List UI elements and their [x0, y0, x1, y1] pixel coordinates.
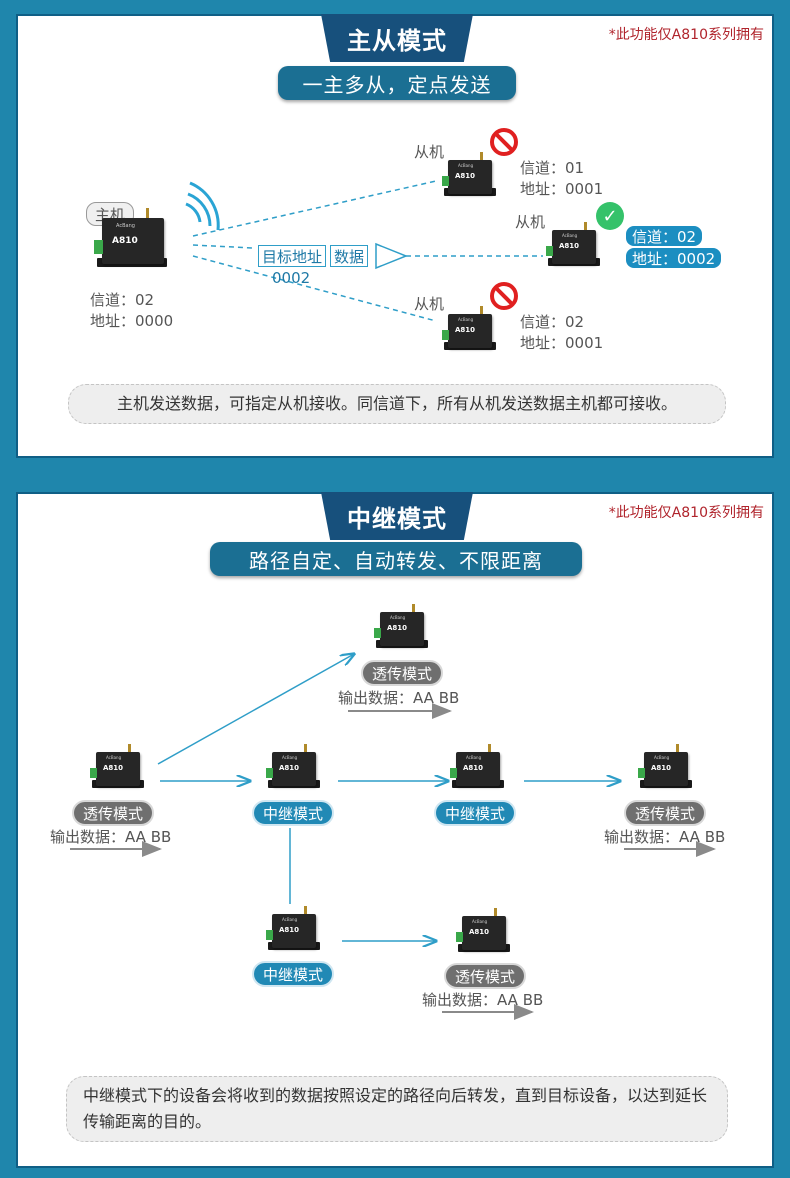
signal-wave-3	[189, 181, 220, 231]
node-left-model: A810	[103, 764, 124, 772]
forbidden-icon	[490, 282, 518, 310]
node-top-brand: AcBang	[390, 615, 406, 620]
check-icon: ✓	[596, 202, 624, 230]
host-address: 地址：0000	[90, 312, 174, 330]
slave-3-model: A810	[455, 326, 476, 334]
slave-3-channel: 信道：02	[520, 313, 585, 331]
node-bottom-brand: AcBang	[472, 919, 488, 924]
node-relay2-model: A810	[463, 764, 484, 772]
node-relay3-brand: AcBang	[282, 917, 298, 922]
master-slave-tab-title: 主从模式	[321, 14, 473, 62]
host-device: AcBang A810	[94, 208, 168, 270]
slave-2-tag: 从机	[515, 213, 546, 231]
slave-2-brand: AcBang	[562, 233, 578, 238]
host-channel: 信道：02	[90, 291, 155, 309]
relay-node-bottom-device: AcBang A810	[456, 908, 510, 954]
master-slave-subtitle: 一主多从，定点发送	[278, 66, 516, 100]
slave-3-brand: AcBang	[458, 317, 474, 322]
node-right-model: A810	[651, 764, 672, 772]
forbidden-icon	[490, 128, 518, 156]
slave-2-model: A810	[559, 242, 580, 250]
relay-node-left-mode: 透传模式	[72, 800, 154, 826]
packet-data-label: 数据	[330, 245, 369, 267]
relay-node-relay3-device: AcBang A810	[266, 906, 320, 952]
relay-node-right-mode: 透传模式	[624, 800, 706, 826]
signal-wave-1	[185, 202, 202, 223]
link-host-packet	[192, 244, 254, 249]
node-top-model: A810	[387, 624, 408, 632]
host-brand: AcBang	[116, 223, 135, 229]
relay-node-relay1-device: AcBang A810	[266, 744, 320, 790]
slave-2-device: AcBang A810	[546, 222, 600, 268]
slave-1-brand: AcBang	[458, 163, 474, 168]
relay-caption: 中继模式下的设备会将收到的数据按照设定的路径向后转发，直到目标设备，以达到延长传…	[66, 1076, 728, 1142]
node-right-brand: AcBang	[654, 755, 670, 760]
relay-node-relay2-mode: 中继模式	[434, 800, 516, 826]
relay-node-relay2-device: AcBang A810	[450, 744, 504, 790]
master-slave-caption: 主机发送数据，可指定从机接收。同信道下，所有从机发送数据主机都可接收。	[68, 384, 726, 424]
node-bottom-model: A810	[469, 928, 490, 936]
host-model: A810	[112, 236, 138, 246]
slave-3-address: 地址：0001	[520, 334, 604, 352]
relay-node-bottom-output: 输出数据：AA BB	[422, 991, 544, 1009]
node-relay1-brand: AcBang	[282, 755, 298, 760]
link-to-slave-3	[192, 255, 437, 322]
node-relay1-model: A810	[279, 764, 300, 772]
relay-node-top-output: 输出数据：AA BB	[338, 689, 460, 707]
relay-node-left-output: 输出数据：AA BB	[50, 828, 172, 846]
node-relay2-brand: AcBang	[466, 755, 482, 760]
node-relay3-model: A810	[279, 926, 300, 934]
relay-node-top-mode: 透传模式	[361, 660, 443, 686]
master-slave-links	[185, 180, 543, 322]
slave-3-tag: 从机	[414, 295, 445, 313]
packet-target-value: 0002	[272, 269, 311, 287]
node-left-brand: AcBang	[106, 755, 122, 760]
relay-subtitle: 路径自定、自动转发、不限距离	[210, 542, 582, 576]
link-to-slave-1	[192, 180, 437, 237]
relay-node-left-device: AcBang A810	[90, 744, 144, 790]
slave-1-address: 地址：0001	[520, 180, 604, 198]
signal-wave-2	[187, 192, 212, 227]
relay-tab-title: 中继模式	[321, 492, 473, 540]
packet-arrow-head	[375, 242, 409, 270]
relay-node-top-device: AcBang A810	[374, 604, 428, 650]
slave-1-model: A810	[455, 172, 476, 180]
relay-node-relay1-mode: 中继模式	[252, 800, 334, 826]
slave-1-channel: 信道：01	[520, 159, 585, 177]
relay-panel: 中继模式 *此功能仅A810系列拥有 路径自定、自动转发、不限距离 AcBang…	[16, 492, 774, 1168]
relay-node-right-output: 输出数据：AA BB	[604, 828, 726, 846]
packet-target-label: 目标地址	[258, 245, 327, 267]
relay-node-relay3-mode: 中继模式	[252, 961, 334, 987]
relay-node-right-device: AcBang A810	[638, 744, 692, 790]
slave-2-channel: 信道：02	[626, 226, 703, 246]
master-slave-note: *此功能仅A810系列拥有	[608, 27, 764, 43]
slave-1-tag: 从机	[414, 143, 445, 161]
link-left-top	[157, 654, 354, 765]
slave-2-address: 地址：0002	[626, 248, 722, 268]
relay-links	[70, 494, 716, 1020]
slave-1-device: AcBang A810	[442, 152, 496, 198]
relay-note: *此功能仅A810系列拥有	[608, 505, 764, 521]
master-slave-panel: 主从模式 *此功能仅A810系列拥有 一主多从，定点发送 主机 AcBang A…	[16, 14, 774, 458]
relay-node-bottom-mode: 透传模式	[444, 963, 526, 989]
slave-3-device: AcBang A810	[442, 306, 496, 352]
